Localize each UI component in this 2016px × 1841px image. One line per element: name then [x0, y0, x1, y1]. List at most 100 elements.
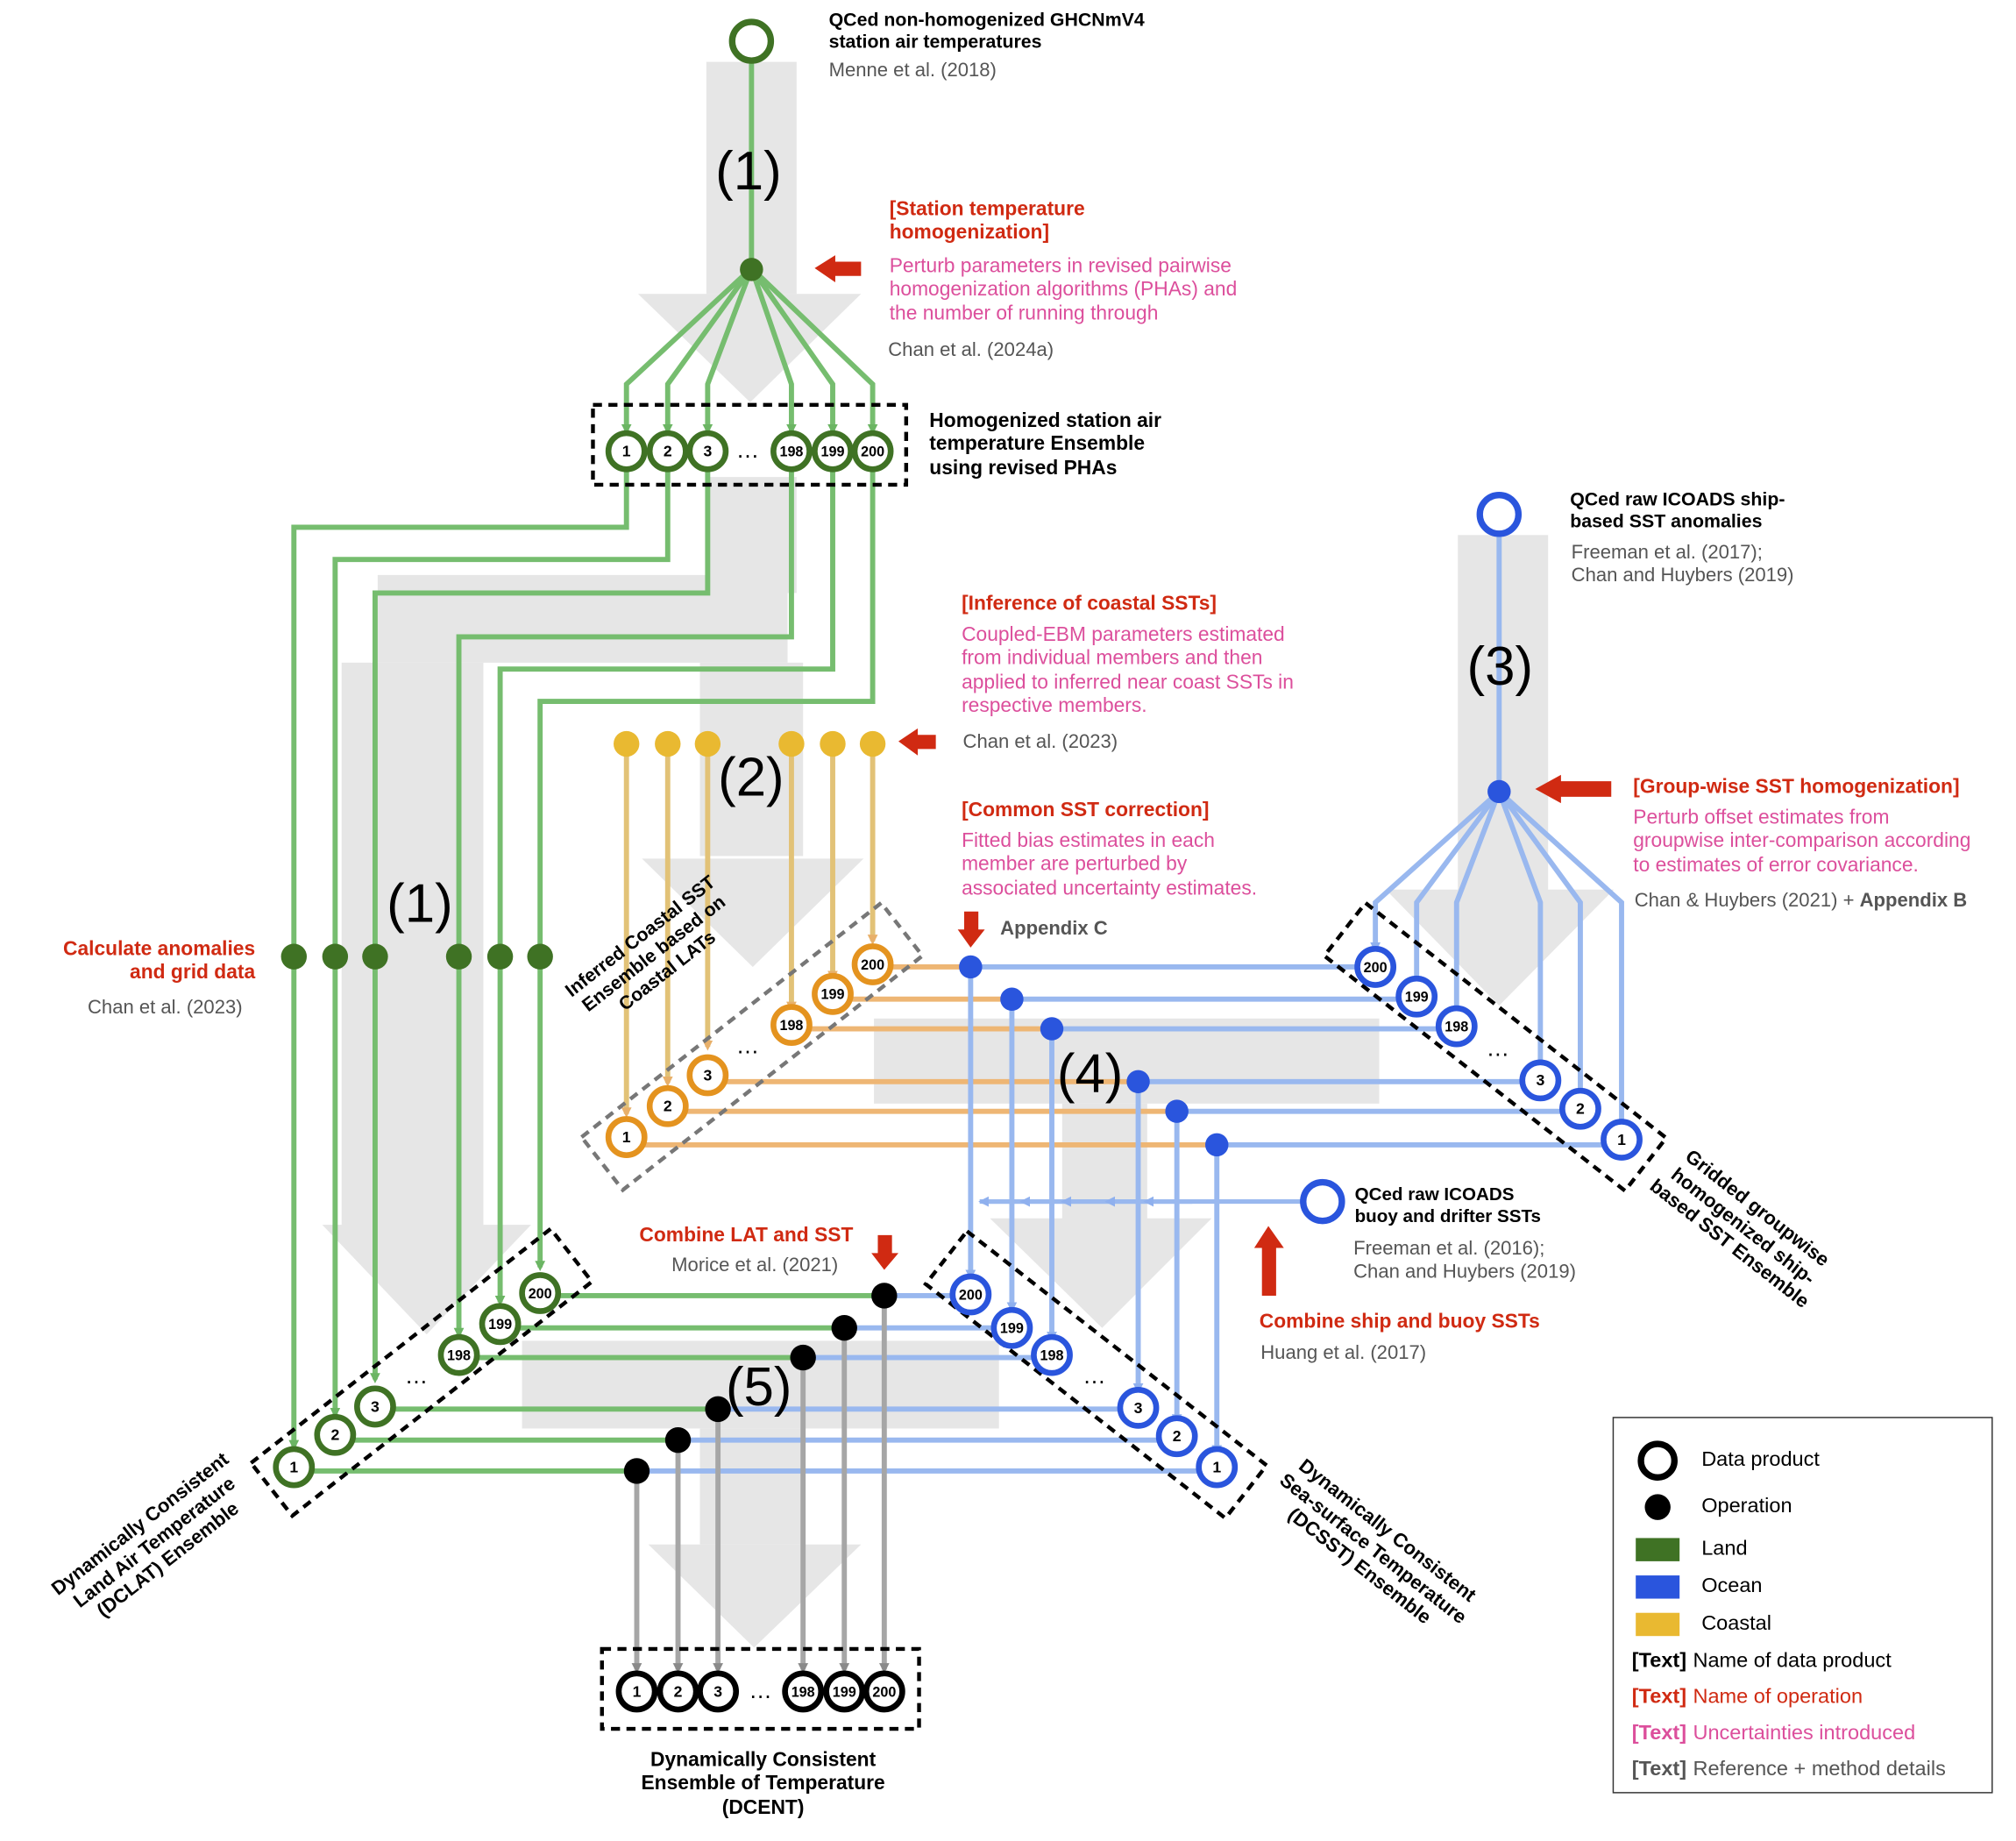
coastal-member-2: 2	[646, 1084, 689, 1127]
coastal-member-label: 2	[664, 1098, 672, 1115]
gridded-ship-member-3: 3	[1519, 1059, 1562, 1102]
legend: Data product Operation Land Ocean Coasta…	[1612, 1417, 1993, 1794]
coastal-inference-reference: Chan et al. (2023)	[962, 730, 1118, 753]
coastal-to-common-lines	[626, 964, 1217, 1148]
coastal-member-label: 199	[821, 987, 845, 1003]
dcent-member-3: 3	[697, 1670, 740, 1713]
coastal-pointer-arrow	[898, 728, 936, 756]
gridded-ship-member-198: 198	[1435, 1005, 1478, 1048]
dclat-member-label: 200	[529, 1286, 552, 1302]
dcsst-member-2: 2	[1155, 1415, 1198, 1458]
dcsst-member-label: 2	[1173, 1427, 1182, 1445]
groupwise-homog-name: [Group-wise SST homogenization]	[1633, 776, 1960, 799]
dcsst-member-198: 198	[1031, 1333, 1073, 1376]
groupwise-pointer-arrow	[1535, 774, 1612, 804]
gridded-ship-member-label: 199	[1405, 990, 1429, 1006]
gridded-ship-member-199: 199	[1395, 975, 1438, 1018]
dcsst-member-label: 3	[1134, 1399, 1143, 1417]
dcent-member-label: 2	[674, 1682, 683, 1700]
common-sst-pointer-arrow	[957, 911, 985, 948]
gridded-ship-member-label: 198	[1445, 1019, 1468, 1034]
dcent-member-200: 200	[862, 1670, 905, 1713]
gridded-ship-member-label: 1	[1617, 1131, 1626, 1148]
dcsst-member-199: 199	[990, 1306, 1033, 1349]
dcsst-member-label: 200	[959, 1287, 983, 1303]
dclat-member-199: 199	[479, 1303, 522, 1346]
common-sst-reference: Appendix C	[1000, 918, 1108, 941]
legend-operation-name: [Text]Name of operation	[1631, 1686, 1863, 1709]
dclat-member-198: 198	[437, 1333, 480, 1376]
ship-to-common-lines	[970, 964, 1622, 1148]
dcsst-ensemble-box	[923, 1228, 1270, 1521]
legend-ocean: Ocean	[1632, 1572, 1763, 1603]
homog-station-member-label: 200	[861, 444, 884, 460]
station-homogenization-operation	[740, 258, 763, 281]
groupwise-homog-reference: Chan & Huybers (2021) + Appendix B	[1634, 889, 1968, 912]
ghcn-input-reference: Menne et al. (2018)	[828, 59, 997, 82]
station-homog-pointer-arrow	[814, 255, 862, 283]
dclat-member-3: 3	[354, 1385, 396, 1428]
combine-ship-buoy-reference: Huang et al. (2017)	[1260, 1341, 1427, 1364]
legend-coastal: Coastal	[1632, 1609, 1771, 1639]
homog-station-member-label: 1	[622, 443, 631, 460]
homog-station-member-2: 2	[646, 430, 689, 473]
icoads-buoy-input-reference: Freeman et al. (2016);Chan and Huybers (…	[1353, 1237, 1576, 1283]
homog-station-member-label: 3	[703, 443, 712, 460]
dclat-member-label: 3	[371, 1397, 380, 1415]
dclat-ellipsis: …	[405, 1362, 428, 1389]
legend-product-name: [Text]Name of data product	[1631, 1650, 1892, 1673]
dcsst-member-label: 1	[1212, 1458, 1221, 1475]
dclat-member-label: 2	[330, 1426, 339, 1444]
step-4-label: (4)	[1056, 1042, 1124, 1104]
homog-station-ellipsis: …	[736, 437, 759, 463]
dcent-member-1: 1	[615, 1670, 658, 1713]
coastal-member-200: 200	[851, 943, 894, 985]
gridded-ship-ellipsis: …	[1487, 1034, 1509, 1061]
legend-land: Land	[1632, 1534, 1748, 1565]
operation-pointer-arrows	[814, 255, 1612, 1296]
homog-station-member-198: 198	[770, 430, 813, 473]
combine-lat-sst-name: Combine LAT and SST	[639, 1225, 854, 1247]
homog-station-member-label: 198	[779, 444, 803, 460]
dcsst-member-1: 1	[1196, 1446, 1239, 1489]
gridded-ship-member-label: 2	[1576, 1100, 1585, 1118]
coastal-member-3: 3	[686, 1054, 729, 1097]
dcent-member-label: 200	[872, 1684, 896, 1700]
gridded-ship-member-2: 2	[1559, 1087, 1601, 1130]
ghcn-input-product	[728, 18, 775, 64]
dclat-member-label: 1	[289, 1458, 298, 1475]
coastal-inference-lines	[621, 743, 878, 1119]
dcent-member-199: 199	[823, 1670, 866, 1713]
dcent-ensemble-box	[600, 1646, 921, 1731]
gridded-ship-member-1: 1	[1601, 1119, 1643, 1161]
dcent-member-198: 198	[782, 1670, 825, 1713]
homog-station-member-199: 199	[812, 430, 854, 473]
step-2-label: (2)	[718, 746, 784, 807]
land-grid-lines	[288, 472, 876, 1451]
homog-station-member-label: 2	[664, 443, 672, 460]
legend-data-product: Data product	[1632, 1440, 1820, 1481]
legend-reference: [Text]Reference + method details	[1631, 1758, 1946, 1781]
step-5-label: (5)	[725, 1356, 792, 1418]
coastal-member-label: 3	[703, 1066, 712, 1084]
dclat-member-1: 1	[273, 1446, 316, 1489]
step-1-label: (1)	[715, 140, 782, 202]
step-1-grid-label: (1)	[387, 872, 453, 934]
dcent-member-label: 1	[633, 1682, 642, 1700]
combine-lat-sst-reference: Morice et al. (2021)	[671, 1254, 839, 1276]
icoads-ship-input-reference: Freeman et al. (2017);Chan and Huybers (…	[1571, 541, 1794, 586]
dcsst-member-200: 200	[949, 1273, 992, 1316]
gridded-ship-member-label: 200	[1364, 960, 1388, 976]
dcsst-member-label: 199	[1000, 1321, 1024, 1337]
dcent-member-label: 199	[833, 1684, 856, 1700]
combine-ship-buoy-pointer-arrow	[1253, 1226, 1284, 1296]
coastal-ensemble-box	[579, 899, 926, 1193]
